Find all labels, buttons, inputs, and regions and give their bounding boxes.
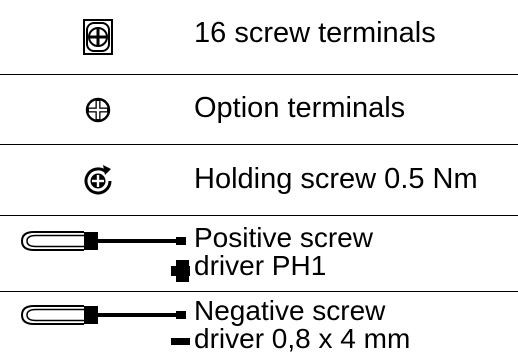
legend-label: Positive screw driver PH1 <box>194 224 373 280</box>
legend-label: Option terminals <box>194 92 406 124</box>
divider <box>0 144 518 145</box>
divider <box>0 215 518 216</box>
legend-row-holding-screw: Holding screw 0.5 Nm <box>0 145 518 215</box>
holding-screw-icon <box>0 145 190 215</box>
legend-label-line1: Negative screw <box>194 295 386 326</box>
legend-label-line2: driver 0,8 x 4 mm <box>194 323 411 354</box>
legend-row-positive-screwdriver: Positive screw driver PH1 <box>0 216 518 291</box>
legend-row-option-terminals: Option terminals <box>0 75 518 144</box>
legend-row-negative-screwdriver: Negative screw driver 0,8 x 4 mm <box>0 292 518 361</box>
screw-terminal-icon <box>0 0 190 74</box>
divider <box>0 291 518 292</box>
option-terminal-icon <box>0 75 190 144</box>
legend-label: Holding screw 0.5 Nm <box>194 163 478 195</box>
legend-label-line1: Positive screw <box>194 222 373 253</box>
legend-label: Negative screw driver 0,8 x 4 mm <box>194 297 410 353</box>
legend-row-screw-terminals: 16 screw terminals <box>0 0 518 74</box>
legend-label-line2: driver PH1 <box>194 250 327 281</box>
negative-screwdriver-icon <box>0 292 190 361</box>
positive-screwdriver-icon <box>0 216 190 291</box>
legend-label: 16 screw terminals <box>194 17 436 49</box>
divider <box>0 74 518 75</box>
